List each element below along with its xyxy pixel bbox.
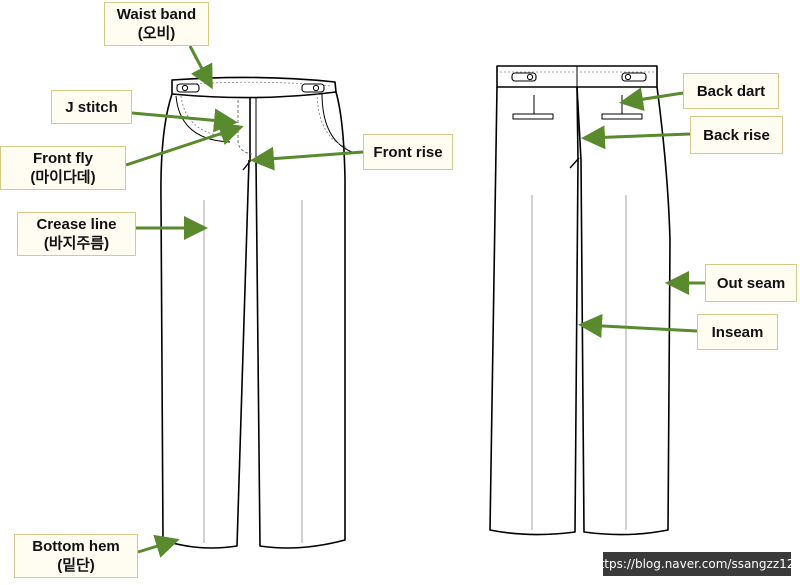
label-back-rise: Back rise bbox=[690, 116, 783, 154]
label-front-fly-line1: Front fly bbox=[33, 150, 93, 167]
arrow-back-rise bbox=[581, 125, 691, 150]
arrow-j-stitch bbox=[131, 108, 238, 133]
label-crease-line: Crease line (바지주름) bbox=[17, 212, 136, 256]
label-bottom-hem-line1: Bottom hem bbox=[32, 538, 120, 555]
arrow-front-fly bbox=[125, 122, 244, 167]
label-waist-band: Waist band (오비) bbox=[104, 2, 209, 46]
arrow-front-rise bbox=[250, 146, 364, 171]
label-bottom-hem: Bottom hem (밑단) bbox=[14, 534, 138, 578]
label-front-fly: Front fly (마이다데) bbox=[0, 146, 126, 190]
label-back-rise-line1: Back rise bbox=[703, 126, 770, 144]
back-left-leg bbox=[489, 86, 579, 536]
label-back-dart: Back dart bbox=[683, 73, 779, 109]
back-right-leg bbox=[576, 86, 671, 536]
arrow-waist-band bbox=[188, 45, 213, 90]
front-left-leg bbox=[160, 93, 250, 549]
label-crease-line-line2: (바지주름) bbox=[43, 235, 110, 252]
label-out-seam: Out seam bbox=[705, 264, 797, 302]
label-j-stitch-line1: J stitch bbox=[65, 98, 118, 116]
label-inseam: Inseam bbox=[697, 314, 778, 350]
label-out-seam-line1: Out seam bbox=[716, 274, 786, 292]
label-crease-line-line1: Crease line bbox=[36, 216, 117, 233]
watermark-url: https://blog.naver.com/ssangzz123 bbox=[592, 552, 800, 576]
label-inseam-line1: Inseam bbox=[711, 323, 764, 341]
label-j-stitch: J stitch bbox=[51, 90, 132, 124]
label-bottom-hem-line2: (밑단) bbox=[57, 557, 95, 574]
label-waist-band-line2: (오비) bbox=[137, 25, 176, 42]
annotation-arrows bbox=[125, 45, 705, 558]
label-front-rise-line1: Front rise bbox=[373, 143, 443, 161]
front-pants bbox=[160, 76, 353, 549]
arrow-back-dart bbox=[619, 87, 684, 112]
arrow-inseam bbox=[578, 313, 698, 338]
front-right-pocket bbox=[321, 92, 353, 153]
label-front-rise: Front rise bbox=[363, 134, 453, 170]
arrow-bottom-hem bbox=[137, 534, 180, 558]
label-back-dart-line1: Back dart bbox=[696, 82, 766, 100]
label-front-fly-line2: (마이다데) bbox=[30, 169, 96, 186]
front-right-leg bbox=[255, 91, 346, 549]
label-waist-band-line1: Waist band bbox=[116, 6, 197, 23]
